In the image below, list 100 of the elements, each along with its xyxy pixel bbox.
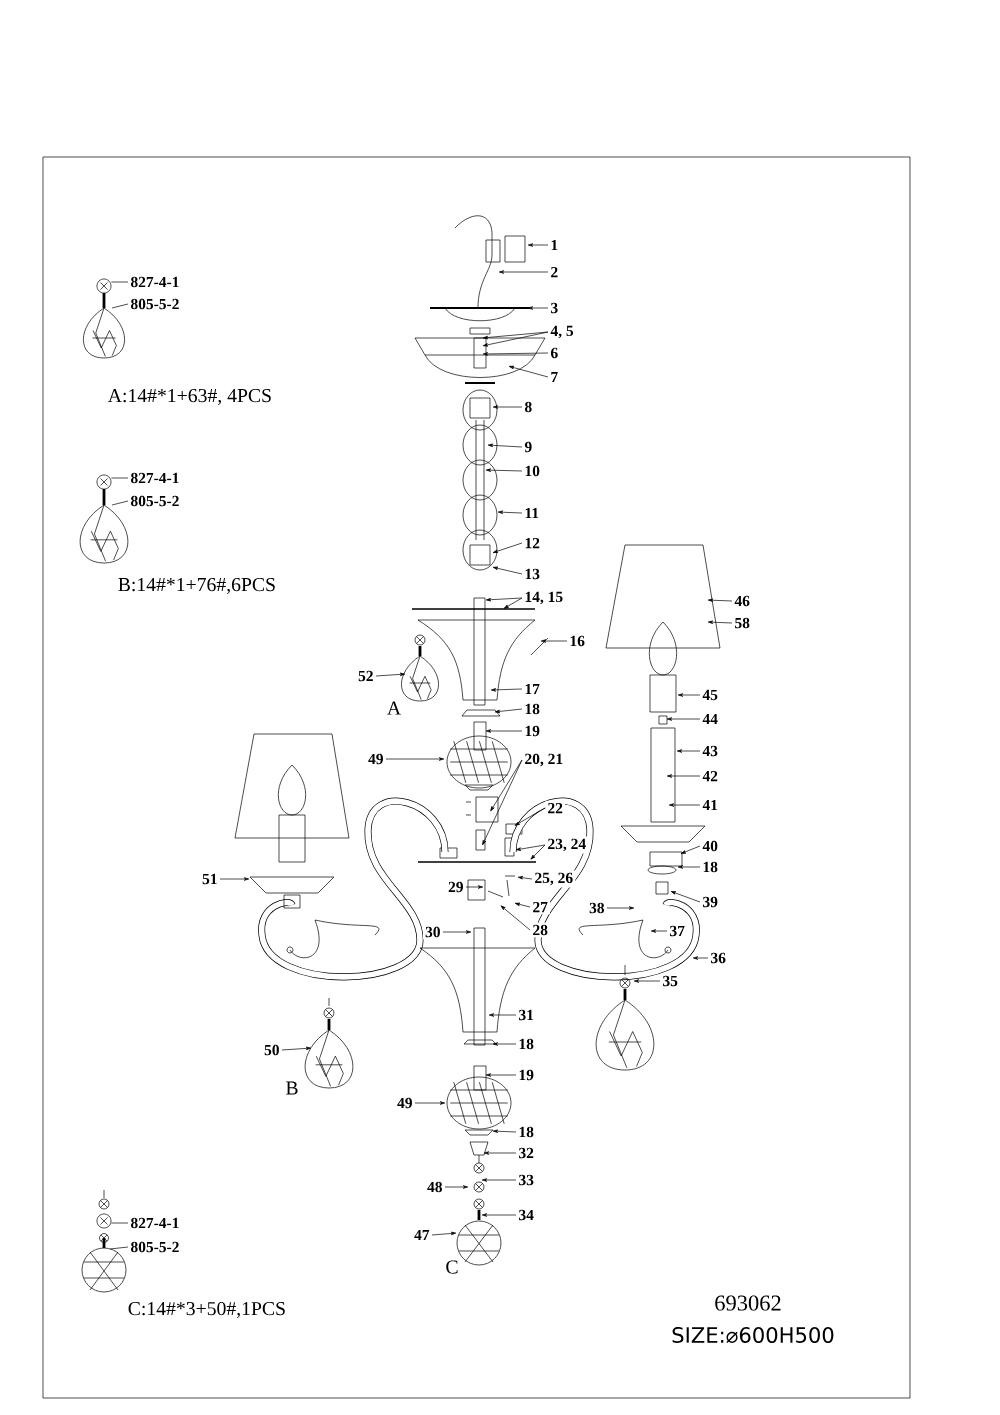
leader-line <box>676 749 701 753</box>
callout-number: 31 <box>516 1007 537 1023</box>
callout-number: 38 <box>586 900 607 916</box>
callout-number: 13 <box>522 566 543 582</box>
callout-number: 7 <box>548 369 561 385</box>
leader-line <box>481 1213 517 1217</box>
callout-number: 8 <box>522 399 535 415</box>
leader-line <box>498 270 549 274</box>
leader-line <box>485 468 523 472</box>
part-code-label: 805-5-2 <box>128 1239 182 1255</box>
callout-number: 46 <box>732 593 753 609</box>
callout-number: 2 <box>548 264 561 280</box>
callout-number: 20, 21 <box>522 751 566 769</box>
bead-icon <box>96 474 112 490</box>
callout-number: 32 <box>516 1145 537 1161</box>
callout-number: 9 <box>522 439 535 455</box>
leader-line <box>650 929 668 933</box>
callout-number: 1 <box>548 237 561 253</box>
crystal-spec-text: A:14#*1+63#, 4PCS <box>107 389 271 406</box>
leader-line <box>375 672 406 677</box>
leader-line <box>500 905 531 931</box>
callout-number: 6 <box>548 345 561 361</box>
crystal-spec-text: B:14#*1+76#,6PCS <box>118 578 275 595</box>
leader-line <box>668 803 701 807</box>
leader-line <box>677 693 701 697</box>
crystal-letter: A <box>387 701 401 715</box>
callout-number: 17 <box>522 681 543 697</box>
leader-line <box>707 620 733 624</box>
leader-line <box>497 510 523 514</box>
leader-line <box>515 844 546 851</box>
callout-number: 27 <box>530 899 551 915</box>
leader-line <box>492 542 523 553</box>
callout-number: 25, 26 <box>532 870 576 888</box>
leader-line <box>666 774 701 778</box>
part-code-label: 805-5-2 <box>128 296 182 312</box>
callout-number: 52 <box>355 668 376 684</box>
crystal-letter: C <box>446 1260 458 1274</box>
leader-line <box>111 500 129 506</box>
size-text: SIZE:⌀600H500 <box>672 1327 834 1343</box>
leader-line <box>492 405 523 409</box>
callout-number: 49 <box>394 1095 415 1111</box>
leader-line <box>494 708 523 714</box>
callout-number: 23, 24 <box>545 836 589 854</box>
leader-line <box>606 906 635 910</box>
callout-number: 35 <box>660 973 681 989</box>
leader-line <box>527 306 549 310</box>
callout-number: 45 <box>700 687 721 703</box>
leader-line <box>111 1222 129 1224</box>
leader-line <box>487 443 523 448</box>
callout-number: 37 <box>667 923 688 939</box>
leader-line <box>490 688 523 692</box>
crystal-letter: B <box>286 1081 298 1095</box>
leader-line <box>482 352 549 356</box>
leader-line <box>442 930 472 934</box>
callout-number: 43 <box>700 743 721 759</box>
callout-number: 51 <box>199 871 220 887</box>
callout-number: 30 <box>422 924 443 940</box>
leader-line <box>281 1046 312 1051</box>
callout-number: 18 <box>700 859 721 875</box>
leader-line <box>431 1231 457 1236</box>
leader-line <box>514 807 546 826</box>
leader-line <box>465 885 484 889</box>
leader-line <box>481 1178 517 1182</box>
callout-number: 16 <box>567 633 588 649</box>
leader-line <box>540 639 568 643</box>
leader-line <box>514 902 531 908</box>
callout-number: 36 <box>708 950 729 966</box>
leader-line <box>492 566 523 575</box>
leader-line <box>680 845 701 854</box>
callout-number: 47 <box>411 1227 432 1243</box>
leader-line <box>483 1151 517 1155</box>
callout-number: 40 <box>700 838 721 854</box>
leader-line <box>111 477 129 479</box>
callout-number: 29 <box>445 879 466 895</box>
part-code-label: 827-4-1 <box>128 1215 182 1231</box>
leader-line <box>385 757 445 761</box>
leader-line <box>503 597 523 609</box>
leader-line <box>666 717 701 721</box>
leader-line <box>482 331 549 347</box>
callout-number: 49 <box>365 751 386 767</box>
leader-line <box>707 598 733 602</box>
callout-number: 50 <box>261 1042 282 1058</box>
callout-number: 58 <box>732 615 753 631</box>
leader-line <box>670 891 701 903</box>
callout-number: 18 <box>516 1124 537 1140</box>
callout-number: 11 <box>522 505 542 521</box>
bead-icon <box>96 278 112 294</box>
leader-line <box>492 1042 517 1046</box>
leader-line <box>492 1129 517 1133</box>
leader-line <box>527 243 549 247</box>
callout-number: 12 <box>522 535 543 551</box>
callout-number: 18 <box>516 1036 537 1052</box>
callout-number: 3 <box>548 300 561 316</box>
callout-number: 10 <box>522 463 543 479</box>
callout-number: 33 <box>516 1172 537 1188</box>
callout-number: 18 <box>522 701 543 717</box>
leader-line <box>530 844 546 860</box>
leader-line <box>508 365 549 378</box>
leader-line <box>414 1101 446 1105</box>
callout-number: 19 <box>522 723 543 739</box>
